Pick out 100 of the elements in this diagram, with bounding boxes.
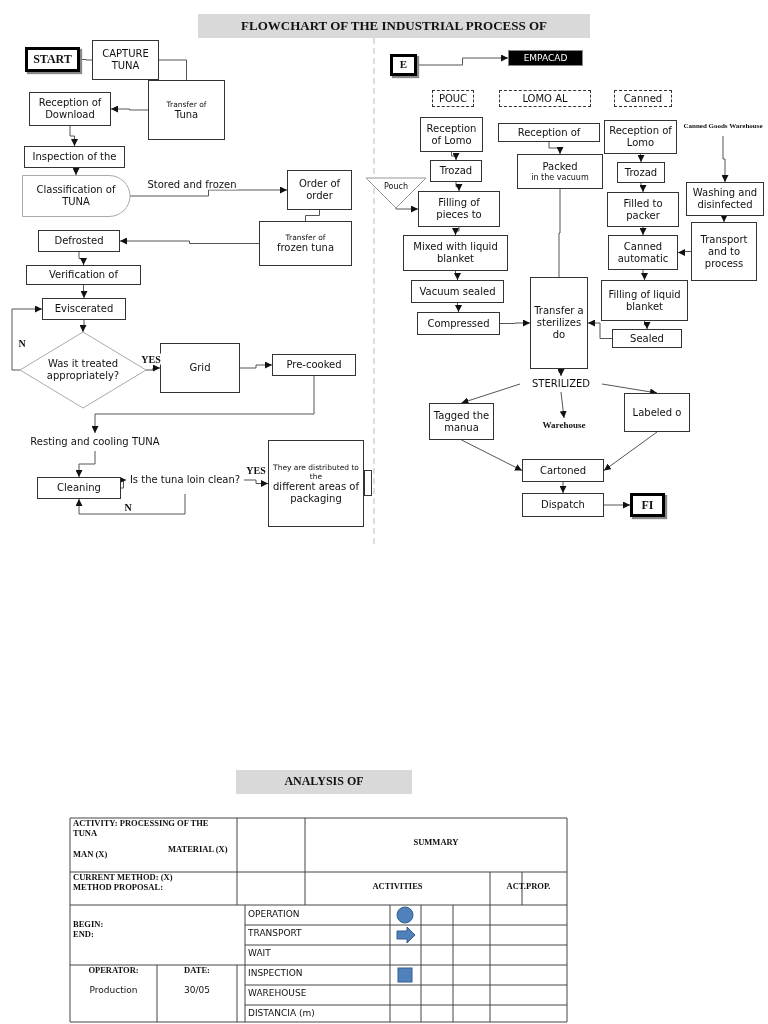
table-header: BEGIN: END:	[73, 920, 105, 941]
category-box: LOMO AL	[499, 90, 591, 107]
arrow	[557, 368, 565, 377]
box-text: Tuna	[174, 108, 199, 121]
table-text: Production	[88, 985, 139, 997]
table-header: ACTIVITY: PROCESSING OF THE TUNA	[73, 819, 210, 840]
table-text: OPERATION	[248, 909, 301, 921]
connector-line	[79, 59, 93, 61]
arrow	[78, 251, 87, 266]
box-text: frozen tuna	[276, 242, 335, 254]
arrow	[69, 125, 78, 147]
arrow	[455, 302, 462, 313]
arrow	[75, 450, 96, 478]
process-box	[259, 221, 352, 266]
arrow	[720, 215, 728, 223]
connector-line	[305, 209, 320, 222]
process-box: Reception of Lomo	[420, 117, 483, 152]
edge-label: N	[123, 501, 133, 513]
process-box: Compressed	[417, 312, 500, 335]
process-box: Transfer a sterilizes do	[530, 277, 588, 369]
process-box: Verification of	[26, 265, 141, 285]
arrow	[454, 270, 461, 281]
header-box: EMPACAD	[508, 50, 583, 66]
arrow	[639, 226, 647, 236]
table-header: OPERATOR:	[87, 966, 140, 977]
arrow	[641, 269, 648, 281]
table-header: ACTIVITIES	[371, 882, 424, 893]
table-header: DATE:	[183, 966, 211, 977]
table-text: 30/05	[183, 985, 211, 997]
arrow	[499, 319, 531, 327]
process-box: Canned automatic	[608, 235, 678, 270]
arrow	[395, 205, 419, 213]
arrow	[559, 481, 567, 494]
terminal-box: E	[390, 54, 417, 76]
process-box: Labeled o	[624, 393, 690, 432]
title: FLOWCHART OF THE INDUSTRIAL PROCESS OF	[198, 14, 590, 38]
process-box: Mixed with liquid blanket	[403, 235, 508, 271]
process-box: Reception of Lomo	[604, 120, 677, 154]
table-header: CURRENT METHOD: (X) METHOD PROPOSAL:	[73, 873, 174, 894]
connector-line	[158, 59, 187, 81]
process-box: Pre-cooked	[272, 354, 356, 376]
process-box: Reception of Download	[29, 92, 111, 126]
process-box: Transport and to process	[691, 222, 757, 281]
arrow	[639, 182, 647, 193]
table-text: TRANSPORT	[248, 928, 303, 940]
arrow	[587, 319, 613, 339]
arrow	[603, 501, 631, 509]
arrow	[129, 186, 288, 197]
process-box: Cartoned	[522, 459, 604, 482]
arrow	[451, 151, 460, 161]
edge-label: YES	[140, 353, 162, 365]
arrow	[119, 237, 260, 245]
arrow	[637, 153, 645, 163]
arrow	[461, 383, 521, 405]
arrow	[119, 476, 127, 489]
arrow	[110, 105, 149, 113]
process-box: Reception of	[498, 123, 600, 142]
arrow	[243, 479, 269, 487]
arrow	[603, 431, 658, 471]
arrow	[601, 383, 658, 396]
arrow	[80, 284, 88, 299]
process-box	[148, 80, 225, 140]
process-box: Dispatch	[522, 493, 604, 517]
terminal-box: FI	[630, 493, 665, 517]
arrow	[461, 439, 523, 471]
arrow	[79, 319, 87, 333]
process-box: Filling of pieces to	[418, 191, 500, 227]
process-box: Washing and disinfected	[686, 182, 764, 216]
process-box: CAPTURE TUNA	[92, 40, 159, 80]
arrow	[91, 375, 315, 434]
box-text: in the vacuum	[531, 172, 589, 183]
box-heading: Packed	[542, 160, 578, 173]
process-box: Filled to packer	[607, 192, 679, 227]
table-header: MAN (X)	[73, 850, 109, 861]
process-box: Order of order	[287, 170, 352, 210]
process-box: Tagged the manua	[429, 403, 494, 440]
arrow	[72, 167, 80, 176]
process-box	[268, 440, 364, 527]
arrow	[643, 320, 651, 330]
arrow	[452, 226, 460, 236]
delay-shape: Classification of TUNA	[22, 175, 130, 217]
table-header: SUMMARY	[412, 838, 460, 849]
arrow	[677, 249, 692, 256]
process-box	[517, 154, 603, 189]
category-box: POUC	[432, 90, 474, 107]
table-header: ACT.PROP.	[505, 882, 552, 893]
table-text: WAIT	[248, 948, 272, 960]
edge-label: Stored and frozen	[146, 178, 238, 190]
arrow	[416, 54, 509, 66]
table-text: WAREHOUSE	[248, 988, 308, 1000]
arrow	[11, 305, 43, 371]
process-box: Inspection of the	[24, 146, 125, 168]
table-header: MATERIAL (X)	[168, 845, 229, 856]
connector-box	[364, 470, 372, 496]
process-box: Eviscerated	[42, 298, 126, 320]
process-box: Sealed	[612, 329, 682, 348]
process-box: Trozad	[617, 162, 665, 183]
arrow	[548, 141, 564, 155]
process-box: Filling of liquid blanket	[601, 280, 688, 321]
process-box: Trozad	[430, 160, 482, 182]
